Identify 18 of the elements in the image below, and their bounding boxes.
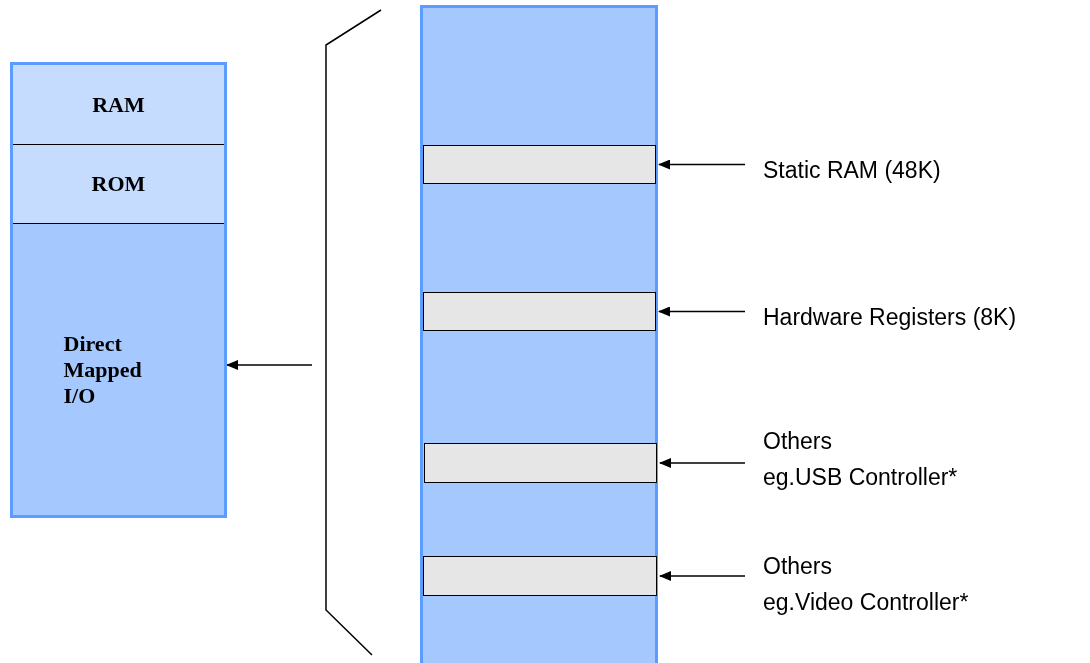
- region-label: Others eg.Video Controller*: [763, 548, 1043, 620]
- memory-region: Direct Mapped I/O: [13, 224, 224, 515]
- memory-block: [424, 443, 657, 483]
- arrow: [658, 306, 746, 317]
- arrow: [659, 458, 746, 468]
- memory-map-box: [10, 62, 227, 518]
- region-label: Static RAM (48K): [763, 152, 1083, 190]
- memory-region: RAM: [13, 65, 224, 145]
- memory-block: [423, 145, 656, 184]
- memory-block: [423, 292, 656, 331]
- region-label: Hardware Registers (8K): [763, 299, 1090, 337]
- memory-region: ROM: [13, 145, 224, 224]
- arrow: [226, 360, 313, 370]
- region-label: Others eg.USB Controller*: [763, 423, 1023, 495]
- arrow: [659, 571, 746, 581]
- memory-block: [423, 556, 657, 596]
- memory-map-box: [420, 5, 658, 663]
- arrow: [658, 159, 746, 170]
